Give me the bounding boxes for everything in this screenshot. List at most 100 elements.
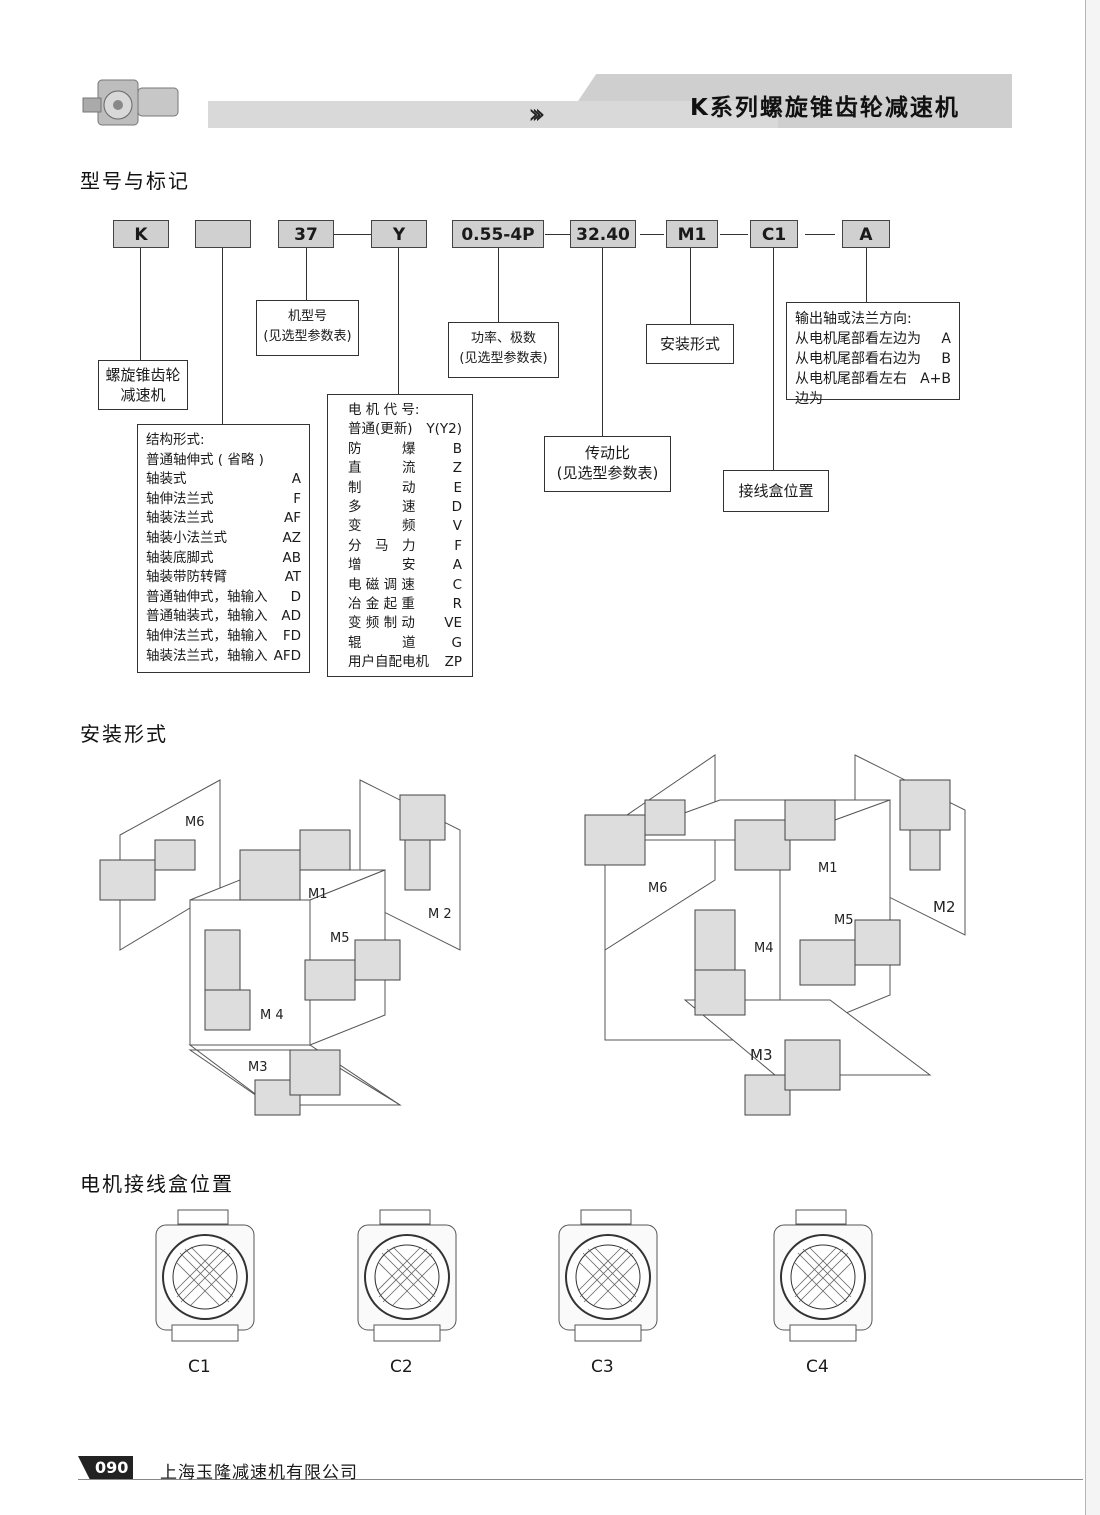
row-code: AZ bbox=[282, 529, 301, 546]
connector-dash bbox=[805, 234, 835, 235]
row-code: F bbox=[293, 490, 301, 507]
terminal-label: C3 bbox=[591, 1357, 614, 1377]
code-power: 0.55-4P bbox=[452, 220, 544, 248]
mount-label-m3: M3 bbox=[248, 1060, 268, 1075]
label-line: (见选型参数表) bbox=[263, 329, 352, 344]
mount-label-m5: M5 bbox=[330, 931, 350, 946]
mount-label-m1: M1 bbox=[818, 861, 838, 876]
terminal-diagram bbox=[558, 1209, 658, 1342]
code-motor: Y bbox=[371, 220, 427, 248]
terminal-label: C2 bbox=[390, 1357, 413, 1377]
label-ratio: 传动比 (见选型参数表) bbox=[544, 436, 671, 492]
terminal-diagram bbox=[357, 1209, 457, 1342]
terminal-diagram bbox=[773, 1209, 873, 1342]
mount-label-m1: M1 bbox=[308, 887, 328, 902]
connector-dash bbox=[334, 234, 371, 235]
row-label: 防 爆 bbox=[348, 440, 416, 457]
row-label: 普通轴伸式 ( 省略 ) bbox=[146, 451, 264, 468]
label-terminal: 接线盒位置 bbox=[723, 470, 829, 512]
row-label: 轴装底脚式 bbox=[146, 549, 214, 566]
row-label: 电 磁 调 速 bbox=[348, 576, 415, 593]
row-label: 普通轴装式，轴输入 bbox=[146, 608, 268, 625]
row-code: R bbox=[452, 596, 462, 613]
list-item: 普通轴伸式 ( 省略 ) bbox=[146, 451, 301, 471]
footer-divider bbox=[78, 1479, 1083, 1480]
row-code: C bbox=[452, 576, 462, 593]
leader-line bbox=[602, 248, 603, 436]
connector-dash bbox=[720, 234, 748, 235]
section-title-mounting: 安装形式 bbox=[80, 722, 168, 746]
row-label: 分 马 力 bbox=[348, 537, 416, 554]
row-label: 多 速 bbox=[348, 499, 416, 516]
row-label: 轴装带防转臂 bbox=[146, 569, 227, 586]
list-item: 轴装式 A bbox=[146, 470, 301, 490]
label-line: 机型号 bbox=[287, 309, 327, 324]
row-code: Y(Y2) bbox=[426, 421, 462, 438]
header-band bbox=[208, 101, 778, 128]
row-code: AB bbox=[282, 549, 302, 566]
section-title-model: 型号与标记 bbox=[80, 169, 190, 193]
row-label: 轴装法兰式，轴输入 bbox=[146, 647, 268, 664]
list-item: 普通(更新)Y(Y2) bbox=[348, 420, 462, 439]
row-code: VE bbox=[444, 615, 462, 632]
row-label: 制 动 bbox=[348, 479, 416, 496]
row-label: 变 频 制 动 bbox=[348, 615, 415, 632]
row-code: D bbox=[451, 499, 462, 516]
leader-line bbox=[690, 248, 691, 324]
label-line: 功率、极数 bbox=[470, 331, 536, 346]
row-code: AFD bbox=[273, 647, 301, 664]
gearbox-thumbnail-icon bbox=[82, 79, 179, 126]
list-item: 轴装底脚式 AB bbox=[146, 549, 301, 569]
section-title-terminal: 电机接线盒位置 bbox=[80, 1172, 234, 1196]
row-label: 轴装小法兰式 bbox=[146, 529, 227, 546]
list-item: 轴伸法兰式 F bbox=[146, 490, 301, 510]
row-label: 用户自配电机 bbox=[348, 654, 429, 671]
row-code: AT bbox=[284, 569, 301, 586]
mount-label-m6: M6 bbox=[185, 815, 205, 830]
row-label: 轴伸法兰式 bbox=[146, 490, 214, 507]
mount-label-m4: M 4 bbox=[260, 1008, 284, 1023]
row-code: A bbox=[291, 471, 301, 488]
row-code: B bbox=[452, 440, 462, 457]
list-item: 轴装带防转臂 AT bbox=[146, 568, 301, 588]
list-item: 变 频 制 动 VE bbox=[348, 614, 462, 633]
code-structure bbox=[195, 220, 251, 248]
leader-line bbox=[398, 248, 399, 394]
row-label: 轴装式 bbox=[146, 471, 187, 488]
terminal-label: C1 bbox=[188, 1357, 211, 1377]
chevron-icon: ››› bbox=[528, 97, 545, 130]
terminal-diagram bbox=[155, 1209, 255, 1342]
row-code: ZP bbox=[444, 654, 462, 671]
mounting-diagram-right: M1 M2 M3 M4 M5 M6 bbox=[584, 754, 966, 1116]
row-label: 变 频 bbox=[348, 518, 416, 535]
leader-line bbox=[498, 248, 499, 322]
row-code: F bbox=[454, 537, 462, 554]
row-label: 普通轴伸式，轴输入 bbox=[146, 588, 268, 605]
company-name: 上海玉隆减速机有限公司 bbox=[160, 1463, 358, 1483]
row-label: 辊 道 bbox=[348, 634, 416, 651]
label-power: 功率、极数 (见选型参数表) bbox=[448, 322, 559, 378]
row-label: 增 安 bbox=[348, 557, 416, 574]
motor-title: 电 机 代 号: bbox=[348, 402, 420, 418]
mount-label-m6: M6 bbox=[648, 881, 668, 896]
mount-label-m3: M3 bbox=[750, 1046, 773, 1064]
list-item: 轴装法兰式，轴输入 AFD bbox=[146, 647, 301, 667]
code-size: 37 bbox=[278, 220, 334, 248]
leader-line bbox=[866, 248, 867, 302]
row-code: G bbox=[451, 634, 462, 651]
mounting-diagram-left: M1 M 2 M3 M 4 M5 M6 bbox=[99, 779, 461, 1116]
page-edge bbox=[1085, 0, 1100, 1515]
label-line: 传动比 bbox=[584, 444, 630, 462]
